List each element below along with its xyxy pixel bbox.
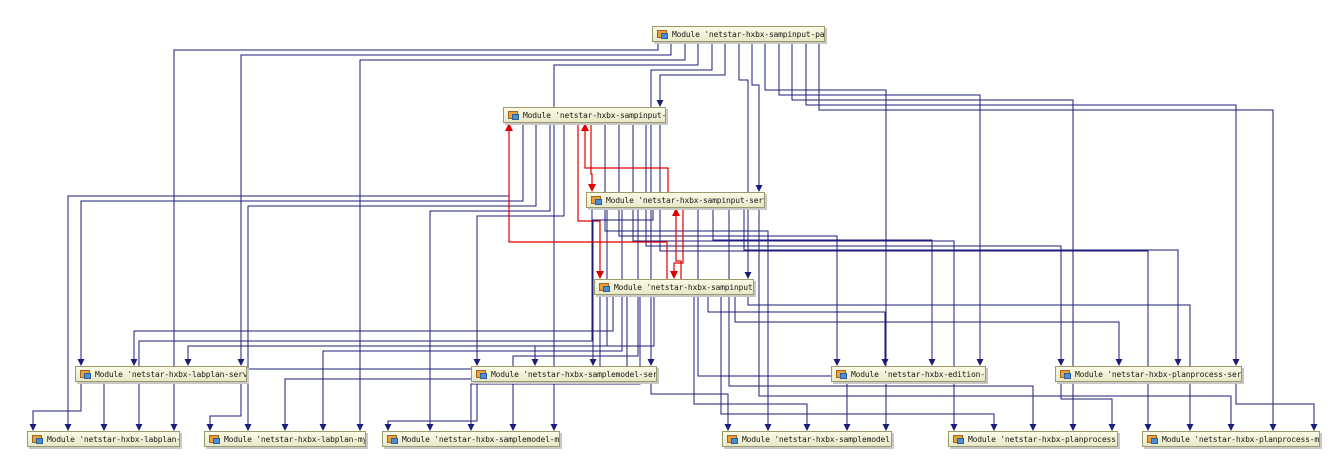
dependency-edge-api-to-service	[672, 208, 682, 279]
dependency-edge-parent-to-labplan-api	[170, 42, 659, 431]
dependency-edge-parent-to-labplan-mysql	[356, 42, 686, 431]
dependency-edge-samplemodel-service-to-samplemodel-api	[650, 382, 732, 431]
dependency-edge-api-to-planprocess-mysql	[747, 295, 1194, 431]
dependency-edge-mysql-to-planprocess-service	[645, 123, 1065, 366]
module-icon	[508, 110, 520, 120]
module-node-edition-api[interactable]: Module 'netstar-hxbx-edition-api'	[831, 366, 986, 382]
module-node-planprocess-service[interactable]: Module 'netstar-hxbx-planprocess-service…	[1055, 366, 1242, 382]
module-icon	[836, 369, 848, 379]
module-node-samplemodel-service[interactable]: Module 'netstar-hxbx-samplemodel-service…	[471, 366, 657, 382]
dependency-edge-planprocess-service-to-planprocess-mysql	[1235, 382, 1318, 431]
module-node-sampinput-mysql[interactable]: Module 'netstar-hxbx-sampinput-mySql'	[503, 107, 666, 123]
module-icon	[476, 369, 488, 379]
dependency-edge-service-to-labplan-service	[184, 208, 608, 366]
module-icon	[599, 282, 611, 292]
module-label: Module 'netstar-hxbx-labplan-api'	[47, 434, 180, 444]
dependency-edge-mysql-to-samplemodel-mysql	[426, 123, 551, 431]
dependency-edge-service-to-labplan-mysql	[319, 208, 623, 431]
dependency-edge-mysql-to-samplemodel-api	[604, 123, 772, 431]
dependency-edge-service-to-samplemodel-mysql	[509, 208, 639, 431]
dependency-edge-mysql-to-edition-api	[618, 123, 841, 366]
module-label: Module 'netstar-hxbx-sampinput-parent'	[672, 29, 825, 39]
dependency-edge-samplemodel-service-to-samplemodel-mysql	[384, 382, 478, 431]
dependency-edge-mysql-to-api	[577, 123, 604, 279]
dependency-edge-api-to-samplemodel-service	[531, 295, 655, 366]
dependency-edge-labplan-service-to-labplan-mysql	[206, 382, 242, 431]
dependency-edge-parent-to-planprocess-mysql	[818, 42, 1277, 431]
module-icon	[1147, 434, 1159, 444]
dependency-edge-service-to-api	[670, 208, 684, 279]
module-label: Module 'netstar-hxbx-planprocess-mySql'	[1162, 434, 1319, 444]
module-label: Module 'netstar-hxbx-planprocess-service…	[1075, 369, 1242, 379]
dependency-edge-parent-to-api	[738, 42, 752, 279]
dependency-edge-parent-to-labplan-service	[237, 42, 672, 366]
module-label: Module 'netstar-hxbx-samplemodel-api'	[742, 434, 891, 444]
module-label: Module 'netstar-hxbx-sampinput-api'	[614, 282, 753, 292]
dependency-edge-api-to-planprocess-api	[720, 295, 998, 431]
module-icon	[80, 369, 92, 379]
module-label: Module 'netstar-hxbx-sampinput-service'	[606, 195, 764, 205]
dependency-edge-service-to-mysql	[581, 123, 669, 192]
module-node-labplan-api[interactable]: Module 'netstar-hxbx-labplan-api'	[27, 431, 180, 447]
dependency-edge-service-to-edition-api	[712, 208, 936, 366]
module-label: Module 'netstar-hxbx-samplemodel-service…	[491, 369, 657, 379]
dependency-edge-api-to-labplan-api	[100, 295, 601, 431]
module-label: Module 'netstar-hxbx-labplan-service'	[95, 369, 247, 379]
module-label: Module 'netstar-hxbx-sampinput-mySql'	[523, 110, 666, 120]
dependency-edge-service-to-planprocess-mysql	[758, 208, 1235, 431]
dependency-edge-mysql-to-labplan-mysql	[244, 123, 537, 431]
dependency-edge-parent-to-mysql	[656, 42, 726, 107]
module-node-sampinput-service[interactable]: Module 'netstar-hxbx-sampinput-service'	[586, 192, 765, 208]
module-node-sampinput-parent[interactable]: Module 'netstar-hxbx-sampinput-parent'	[652, 26, 825, 42]
dependency-edge-api-to-labplan-mysql	[281, 295, 628, 431]
module-node-planprocess-api[interactable]: Module 'netstar-hxbx-planprocess-api'	[948, 431, 1118, 447]
dependency-edge-labplan-service-to-labplan-api	[29, 382, 82, 431]
module-icon	[209, 434, 221, 444]
dependency-edge-parent-to-samplemodel-service	[647, 42, 713, 366]
dependency-edge-mysql-to-labplan-service	[77, 123, 524, 366]
dependency-edge-planprocess-service-to-planprocess-api	[1060, 382, 1116, 431]
module-node-labplan-mysql[interactable]: Module 'netstar-hxbx-labplan-mySql'	[204, 431, 366, 447]
module-node-sampinput-api[interactable]: Module 'netstar-hxbx-sampinput-api'	[594, 279, 754, 295]
module-icon	[657, 29, 669, 39]
dependency-edge-parent-to-samplemodel-api	[764, 42, 890, 431]
dependency-edge-parent-to-samplemodel-mysql	[550, 42, 699, 431]
dependency-edges	[29, 42, 1318, 431]
dependency-edge-api-to-edition-api	[707, 295, 889, 366]
module-icon	[1060, 369, 1072, 379]
module-icon	[591, 195, 603, 205]
dependency-edge-parent-to-edition-api	[778, 42, 984, 366]
module-icon	[953, 434, 965, 444]
module-label: Module 'netstar-hxbx-samplemodel-mySql'	[402, 434, 559, 444]
module-node-labplan-service[interactable]: Module 'netstar-hxbx-labplan-service'	[75, 366, 247, 382]
dependency-edge-api-to-planprocess-service	[734, 295, 1123, 366]
module-node-planprocess-mysql[interactable]: Module 'netstar-hxbx-planprocess-mySql'	[1142, 431, 1320, 447]
dependency-edge-parent-to-planprocess-api	[791, 42, 1077, 431]
dependency-edge-mysql-to-service	[588, 123, 596, 192]
dependency-edge-parent-to-planprocess-service	[805, 42, 1240, 366]
dependency-edge-parent-to-service	[751, 42, 763, 192]
dependency-edge-api-to-samplemodel-mysql	[467, 295, 641, 431]
dependency-edge-api-to-labplan-service	[130, 295, 614, 366]
module-icon	[727, 434, 739, 444]
dependency-edge-mysql-to-samplemodel-service	[473, 123, 565, 366]
module-node-samplemodel-mysql[interactable]: Module 'netstar-hxbx-samplemodel-mySql'	[382, 431, 560, 447]
module-icon	[32, 434, 44, 444]
dependency-edge-service-to-planprocess-service	[743, 208, 1182, 366]
dependency-edge-service-to-planprocess-api	[728, 208, 1037, 431]
dependency-edge-api-to-mysql	[505, 123, 668, 279]
dependency-edge-service-to-labplan-api	[135, 208, 593, 431]
module-label: Module 'netstar-hxbx-labplan-mySql'	[224, 434, 366, 444]
module-label: Module 'netstar-hxbx-edition-api'	[851, 369, 985, 379]
dependency-edge-mysql-to-planprocess-api	[632, 123, 958, 431]
dependency-edge-mysql-to-planprocess-mysql	[659, 123, 1152, 431]
module-icon	[387, 434, 399, 444]
dependency-edge-mysql-to-labplan-api	[64, 123, 510, 431]
module-label: Module 'netstar-hxbx-planprocess-api'	[968, 434, 1117, 444]
dependency-edge-service-to-samplemodel-service	[589, 208, 654, 366]
module-node-samplemodel-api[interactable]: Module 'netstar-hxbx-samplemodel-api'	[722, 431, 892, 447]
dependency-edge-api-to-samplemodel-api	[693, 295, 811, 431]
